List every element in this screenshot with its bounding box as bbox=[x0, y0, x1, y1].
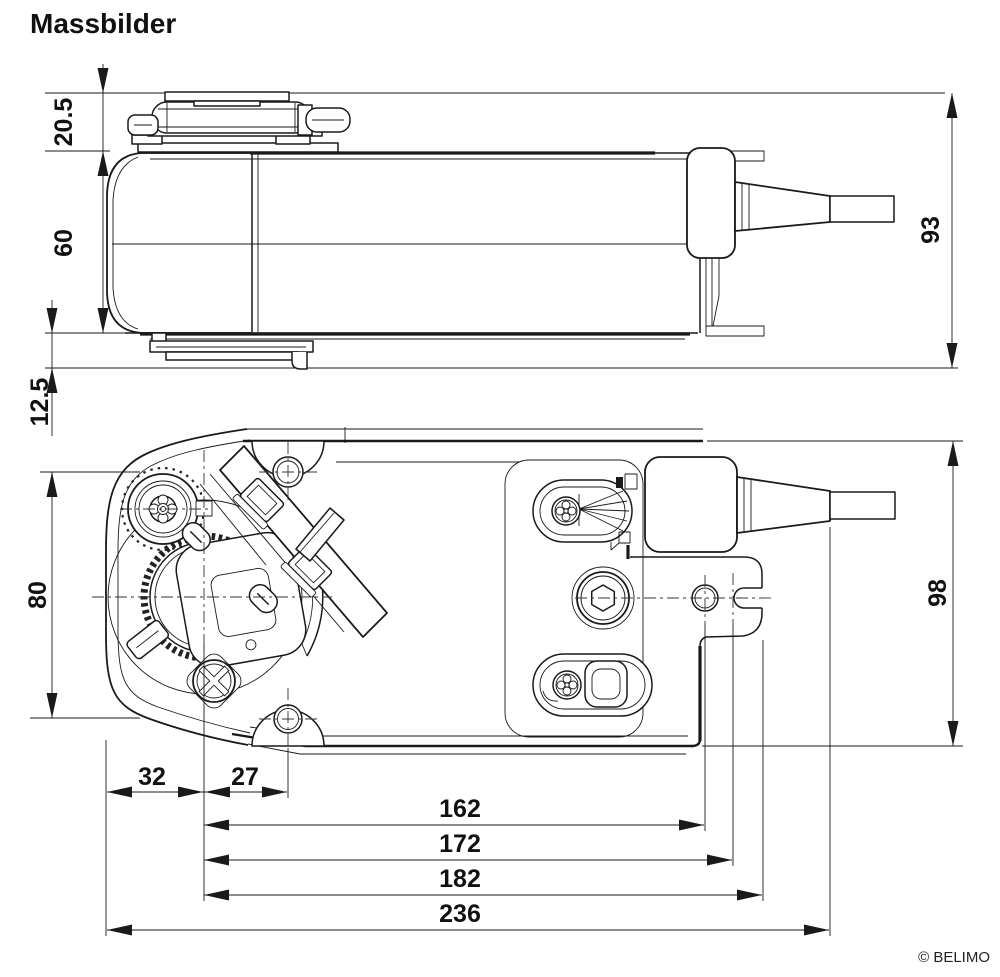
clamp-closed-icon bbox=[616, 477, 623, 488]
connector-block-side bbox=[686, 147, 736, 259]
pushbutton-recess-top bbox=[532, 473, 638, 551]
gear-mechanism bbox=[107, 445, 388, 709]
dim-label-236: 236 bbox=[439, 900, 481, 928]
plan-view: 80 98 32 27 162 172 182 236 bbox=[24, 427, 963, 936]
dim-label-top-clearance: 20.5 bbox=[50, 98, 78, 147]
page-title: Massbilder bbox=[30, 8, 176, 39]
side-view: 20.5 60 12.5 93 bbox=[26, 64, 958, 436]
dim-label-32: 32 bbox=[138, 763, 166, 791]
cable-side bbox=[686, 147, 895, 337]
mounting-foot-side bbox=[149, 332, 314, 370]
mounting-tab-bottom bbox=[705, 325, 765, 337]
connector-block-plan bbox=[644, 456, 738, 553]
ratchet-pawl bbox=[126, 619, 170, 660]
cable-gland-plan bbox=[736, 476, 831, 534]
dim-label-182: 182 bbox=[439, 865, 481, 893]
pushbutton-recess-bottom bbox=[532, 653, 653, 717]
dim-label-27: 27 bbox=[231, 763, 259, 791]
clamp-bracket bbox=[199, 445, 388, 638]
dim-label-hole-pitch: 80 bbox=[24, 581, 52, 609]
housing-left-end bbox=[105, 428, 249, 746]
shaft-clamp-side bbox=[127, 91, 351, 153]
torx-screw-bottom bbox=[552, 670, 582, 700]
dim-label-body-height: 60 bbox=[50, 229, 78, 257]
actuator-body-side bbox=[106, 151, 707, 340]
side-view-dimensions: 20.5 60 12.5 93 bbox=[26, 64, 958, 436]
phillips-screw bbox=[186, 653, 242, 709]
clamp-closed-icon-frame bbox=[624, 473, 638, 490]
plan-view-dimensions: 80 98 32 27 162 172 182 236 bbox=[24, 440, 963, 936]
dim-label-overall-height: 93 bbox=[917, 216, 945, 244]
right-tab-outline bbox=[630, 556, 763, 647]
clamp-nut-1 bbox=[232, 477, 285, 530]
clamp-stud bbox=[295, 507, 345, 562]
cable-plan-lead bbox=[829, 491, 896, 520]
clamp-nut-2 bbox=[280, 545, 333, 598]
clamp-open-icon bbox=[610, 531, 631, 551]
base-plate bbox=[105, 427, 763, 755]
push-button bbox=[584, 660, 628, 708]
centerlines bbox=[92, 442, 772, 748]
control-panel-recess bbox=[504, 459, 644, 738]
dim-label-172: 172 bbox=[439, 830, 481, 858]
cable-plan bbox=[644, 456, 896, 553]
torx-screw-top bbox=[551, 496, 581, 526]
dim-label-overall-width: 98 bbox=[924, 579, 952, 607]
cable-side-lead bbox=[829, 195, 895, 223]
dim-label-162: 162 bbox=[439, 795, 481, 823]
slotted-screw-2 bbox=[248, 584, 278, 614]
dim-label-bottom-clearance: 12.5 bbox=[26, 378, 54, 427]
copyright-label: © BELIMO bbox=[918, 949, 990, 966]
